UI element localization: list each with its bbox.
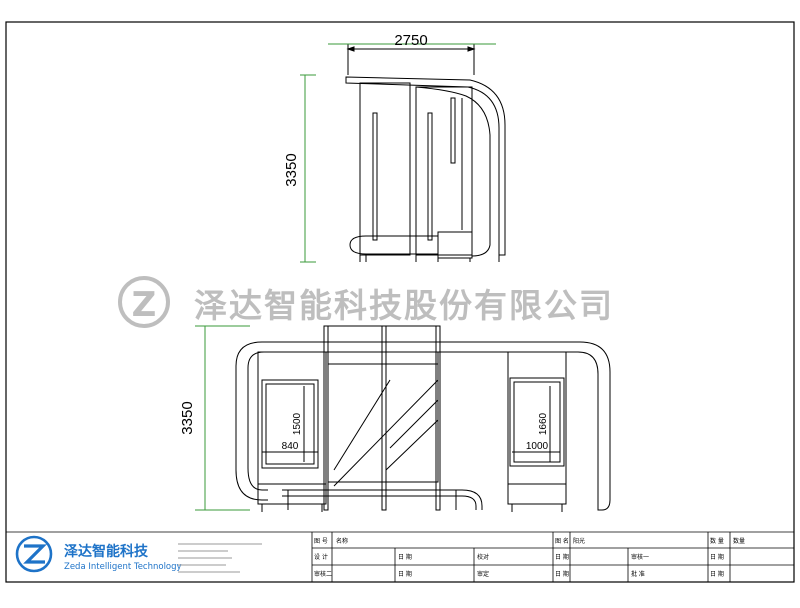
company-name-cn: 泽达智能科技 [64,543,149,560]
tb-label-name: 名称 [336,537,348,545]
tb-label-date-3: 日 期 [710,553,724,561]
side-view [300,43,506,263]
front-right-panel-w: 1000 [526,441,549,452]
watermark-text: 泽达智能科技股份有限公司 [194,286,614,325]
front-right-panel-h: 1660 [538,412,549,435]
tb-label-ratify: 批 准 [631,570,645,578]
side-height-dim: 3350 [283,153,300,186]
company-logo-icon [15,535,53,573]
tb-label-date-1: 日 期 [398,553,412,561]
tb-label-review-2: 审核二 [314,570,332,578]
tb-label-approve: 审定 [477,570,489,578]
front-view [195,325,611,512]
contact-lines [178,543,262,573]
tb-label-qty: 数 量 [710,537,724,545]
tb-label-drawing-name: 图 名 [555,537,569,545]
front-left-panel-w: 840 [282,441,299,452]
tb-label-design: 设 计 [314,553,328,561]
tb-label-date-6: 日 期 [710,570,724,578]
title-block [6,531,794,582]
watermark-logo-letter: Z [132,285,157,325]
tb-label-date-2: 日 期 [555,553,569,561]
tb-label-drawing-no: 图 号 [314,538,328,545]
watermark-logo-icon [118,276,170,328]
front-left-panel-h: 1500 [292,412,303,435]
front-height-dim: 3350 [179,401,196,434]
tb-value-qty: 数量 [733,537,745,545]
watermark: Z 泽达智能科技股份有限公司 [118,276,614,328]
tb-label-check: 校对 [477,553,489,561]
tb-label-date-5: 日 期 [555,570,569,578]
company-name-en: Zeda Intelligent Technology [64,562,182,572]
sheet-border [5,21,795,583]
side-width-dim: 2750 [394,32,427,49]
tb-value-drawing-name: 阳光 [573,537,585,545]
tb-label-date-4: 日 期 [398,570,412,578]
tb-label-review-1: 审核一 [631,553,649,561]
